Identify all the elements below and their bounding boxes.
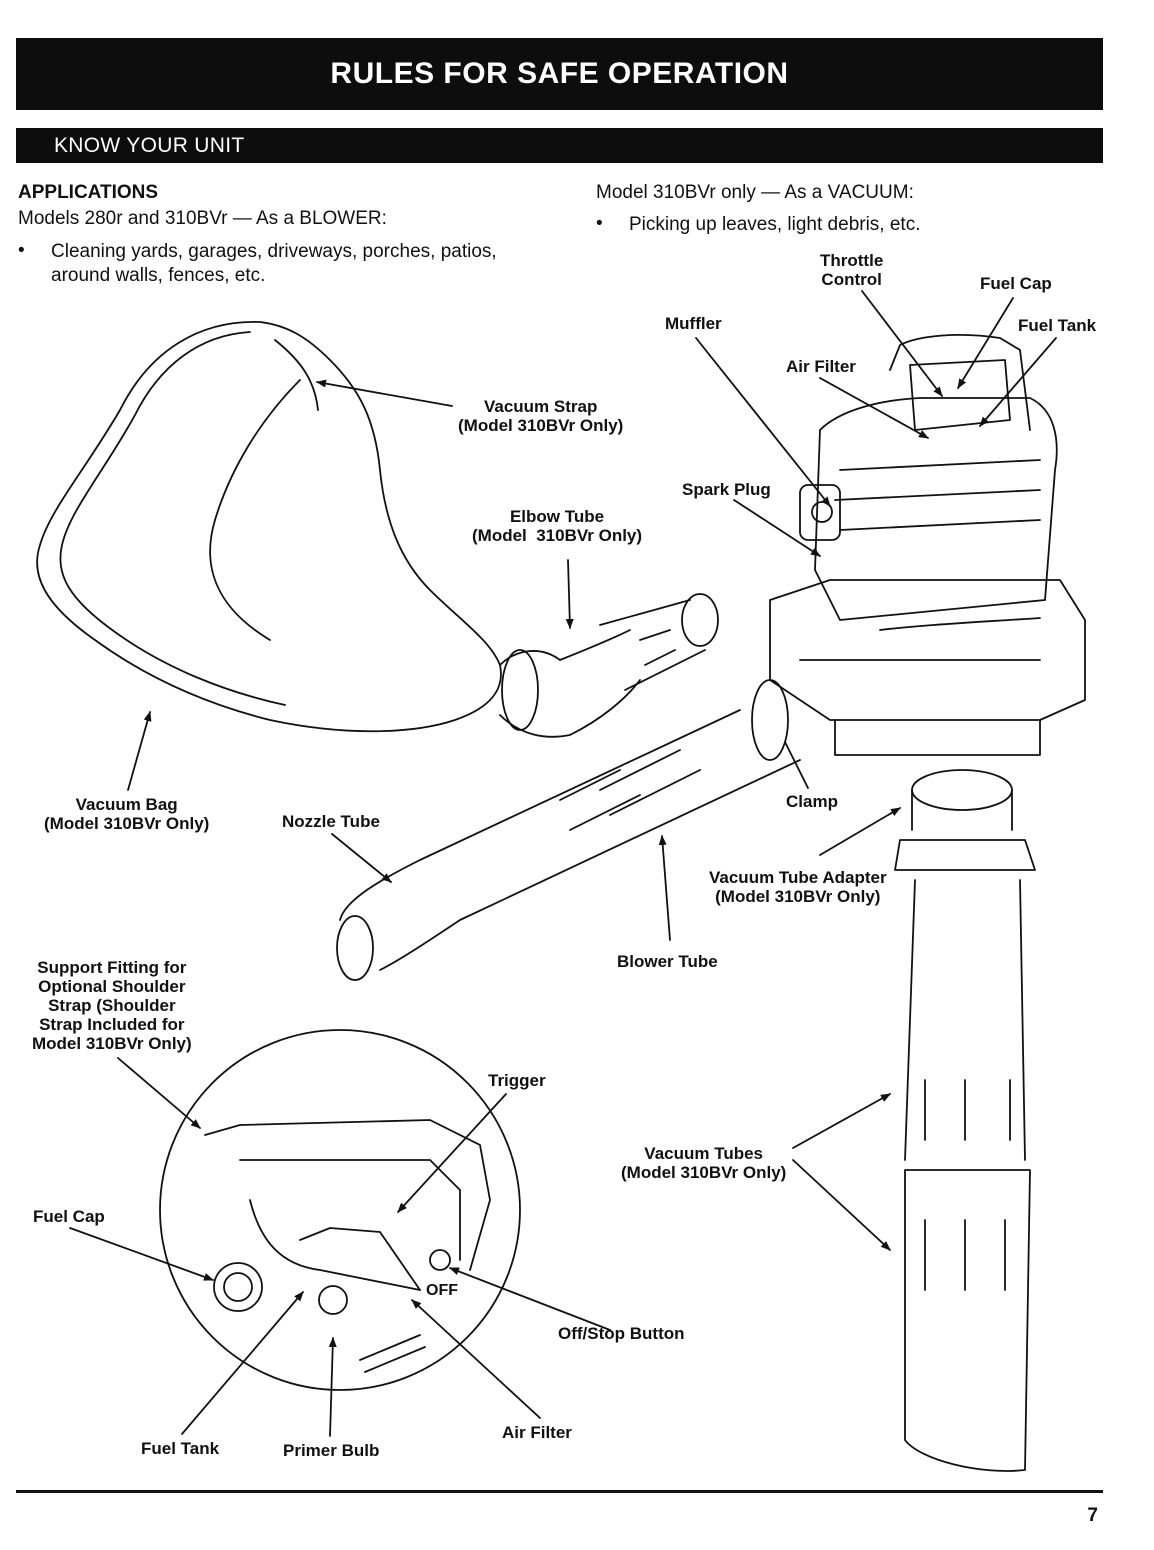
blower-bullet-line-1: Cleaning yards, garages, driveways, porc… bbox=[51, 241, 497, 262]
elbow-tube-drawing bbox=[499, 593, 719, 738]
vacuum-applications-line: Model 310BVr only — As a VACUUM: bbox=[596, 182, 914, 203]
label-clamp: Clamp bbox=[786, 792, 838, 811]
detail-inset-drawing bbox=[159, 1029, 521, 1391]
label-blower-tube: Blower Tube bbox=[617, 952, 718, 971]
label-elbow-tube: Elbow Tube (Model 310BVr Only) bbox=[472, 507, 643, 545]
label-nozzle-tube: Nozzle Tube bbox=[282, 812, 380, 831]
label-vacuum-bag: Vacuum Bag (Model 310BVr Only) bbox=[44, 795, 210, 833]
page-title: RULES FOR SAFE OPERATION bbox=[330, 57, 789, 90]
blower-bullet-line-2: around walls, fences, etc. bbox=[51, 265, 266, 286]
label-vacuum-strap: Vacuum Strap (Model 310BVr Only) bbox=[458, 397, 624, 435]
engine-housing-drawing bbox=[769, 334, 1086, 756]
page-title-bar: RULES FOR SAFE OPERATION bbox=[16, 38, 1103, 110]
vacuum-tubes-drawing bbox=[894, 769, 1036, 1472]
bullet-glyph: • bbox=[18, 240, 25, 261]
label-trigger: Trigger bbox=[488, 1071, 546, 1090]
label-fuel-cap-detail: Fuel Cap bbox=[33, 1207, 105, 1226]
section-title: KNOW YOUR UNIT bbox=[54, 133, 245, 157]
blower-tube-drawing bbox=[336, 679, 801, 981]
label-fuel-tank-top: Fuel Tank bbox=[1018, 316, 1097, 335]
bullet-glyph: • bbox=[596, 213, 603, 234]
page-number: 7 bbox=[1087, 1505, 1098, 1526]
section-header-bar: KNOW YOUR UNIT bbox=[16, 128, 1103, 163]
off-marking-text: OFF bbox=[426, 1282, 458, 1299]
bottom-rule bbox=[16, 1490, 1103, 1493]
blower-applications-line: Models 280r and 310BVr — As a BLOWER: bbox=[18, 208, 387, 229]
vacuum-bag-drawing bbox=[36, 321, 502, 733]
label-air-filter-top: Air Filter bbox=[786, 357, 856, 376]
label-primer-bulb: Primer Bulb bbox=[283, 1441, 380, 1460]
label-fuel-tank-detail: Fuel Tank bbox=[141, 1439, 220, 1458]
vacuum-bullet-line: Picking up leaves, light debris, etc. bbox=[629, 214, 921, 235]
label-support-fitting: Support Fitting for Optional Shoulder St… bbox=[32, 958, 192, 1053]
label-vacuum-tubes: Vacuum Tubes (Model 310BVr Only) bbox=[621, 1144, 787, 1182]
leader-lines bbox=[69, 290, 1057, 1437]
label-air-filter-detail: Air Filter bbox=[502, 1423, 572, 1442]
applications-heading: APPLICATIONS bbox=[18, 182, 159, 203]
label-spark-plug: Spark Plug bbox=[682, 480, 771, 499]
label-vacuum-tube-adapter: Vacuum Tube Adapter (Model 310BVr Only) bbox=[709, 868, 887, 906]
label-throttle-control: Throttle Control bbox=[820, 251, 884, 289]
label-off-stop-button: Off/Stop Button bbox=[558, 1324, 685, 1343]
label-fuel-cap-top: Fuel Cap bbox=[980, 274, 1052, 293]
label-muffler: Muffler bbox=[665, 314, 722, 333]
